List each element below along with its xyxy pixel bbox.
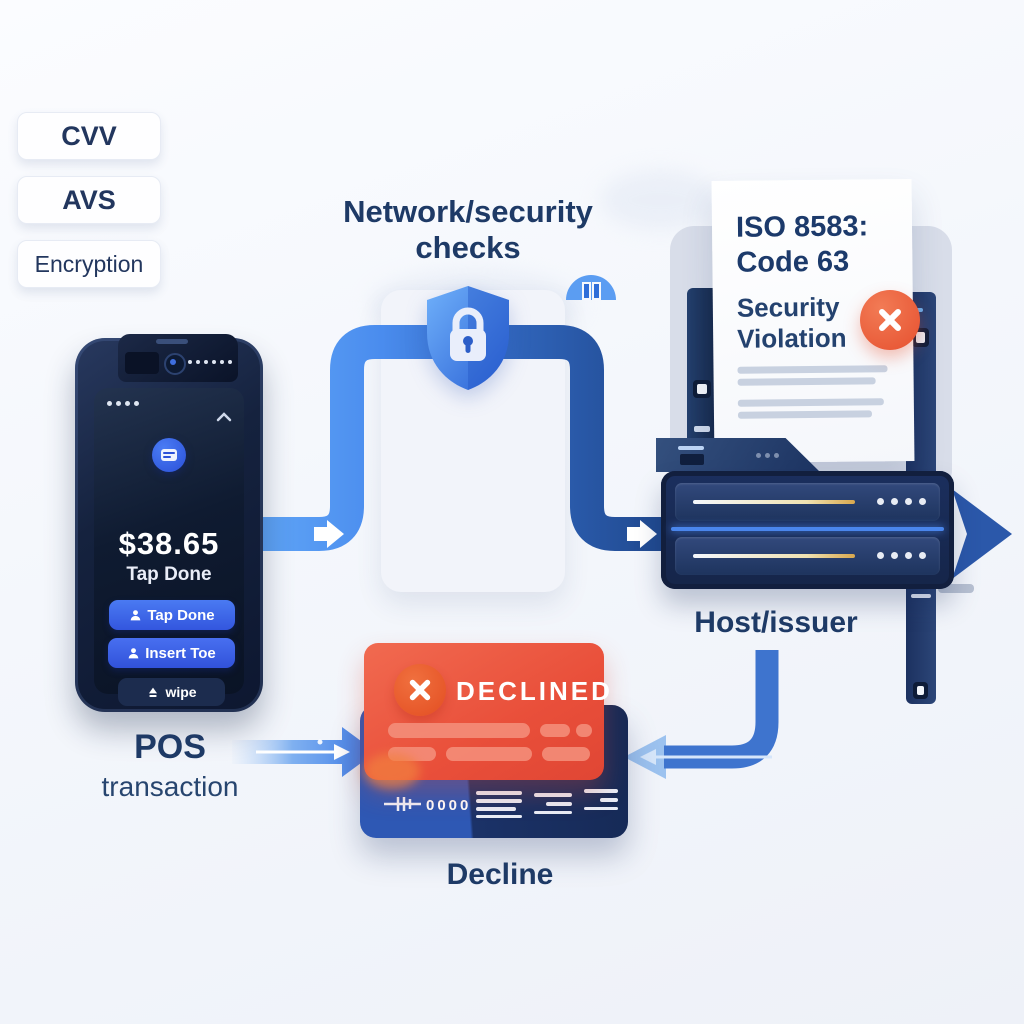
button-label: Insert Toe [145,644,216,662]
arrow-right-icon [627,520,657,548]
camera-lens-icon [164,353,186,375]
card-digits: 0000 [426,797,472,814]
card-text-line [600,798,618,802]
card-text-line [476,799,522,803]
pos-screen: $38.65 Tap Done Tap Done Insert Toe wipe [94,388,244,706]
card-text-line [476,791,522,795]
sensor-window [125,352,159,374]
server-led-dots [877,498,926,505]
x-circle-icon [860,290,920,350]
pos-caption: POS transaction [70,728,270,803]
tap-done-button: Tap Done [109,600,235,630]
card-text-line [546,802,572,806]
checks-title-line1: Network/security [343,194,593,229]
host-exit-arrow-icon [952,489,1012,579]
host-server [661,471,954,589]
speaker-dash [156,339,188,344]
decorative-blob [364,753,420,789]
tower-line [694,426,710,432]
checks-title-line2: checks [415,230,521,265]
server-bay [675,537,940,575]
pos-caption-line1: POS [134,728,206,766]
insert-button: Insert Toe [108,638,235,668]
button-label: wipe [165,684,197,700]
tower-led [915,308,923,312]
background-blob [600,170,720,230]
red-text-placeholder [388,723,530,738]
person-icon [128,647,139,658]
roof-dots [756,453,779,458]
red-text-placeholder [540,724,570,737]
roof-vent [680,454,704,465]
red-text-placeholder [576,724,592,737]
card-text-line [476,807,516,811]
arrow-right-icon [314,520,344,548]
checks-title: Network/security checks [318,194,618,266]
eject-icon [149,687,158,697]
declined-badge: DECLINED [456,676,613,706]
card-text-line [476,815,522,818]
pos-prompt: Tap Done [126,564,212,585]
chevron-up-icon [216,412,232,422]
host-caption: Host/issuer [694,606,858,639]
check-item-cvv: CVV [17,112,161,160]
card-text-line [534,793,572,797]
shield-lock-icon [427,286,509,390]
contactless-card-icon [152,438,186,472]
status-dots [107,401,139,406]
red-text-placeholder [542,747,590,761]
pos-camera-module [118,334,238,382]
red-text-placeholder [446,747,532,761]
server-led-dots [877,552,926,559]
server-glow-line [671,527,944,531]
tower-line [911,594,931,598]
server-led-line [693,500,855,504]
x-circle-icon [394,664,446,716]
host-decline-pipe [664,650,779,769]
server-led-line [693,554,855,558]
decline-caption: Decline [446,858,554,891]
check-item-label: CVV [61,120,117,151]
dome-signal-icon [566,275,616,300]
card-text-line [584,789,618,793]
emv-chip-icon [384,797,421,811]
tower-slot [913,682,928,699]
tower-slot [693,380,711,398]
pos-terminal: $38.65 Tap Done Tap Done Insert Toe wipe [75,334,263,712]
check-item-label: Encryption [34,250,144,277]
inner-arrow-head [334,744,350,760]
check-item-avs: AVS [17,176,161,224]
swipe-button: wipe [118,678,225,706]
server-bay [675,483,940,521]
pos-caption-line2: transaction [101,771,239,802]
person-icon [131,609,141,620]
roof-dash [678,446,704,450]
declined-notice-card: DECLINED [364,643,610,789]
inner-arrow-head [640,749,656,765]
check-item-encryption: Encryption [17,240,161,288]
check-item-label: AVS [62,184,116,215]
indicator-dots [188,360,232,364]
arrow-dot [317,739,323,745]
pos-amount: $38.65 [118,526,220,561]
button-label: Tap Done [147,606,215,624]
card-text-line [584,807,618,810]
card-text-line [534,811,572,814]
